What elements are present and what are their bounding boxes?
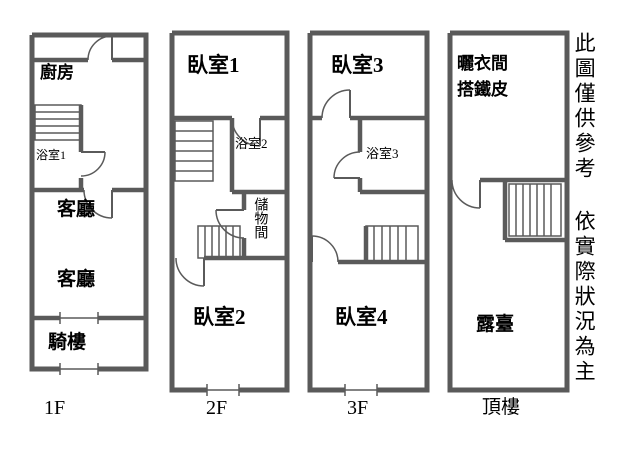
- outer-walls-1f: [29, 32, 149, 372]
- door-arc-icon: [311, 89, 361, 263]
- door-leaves-1f: [81, 36, 113, 218]
- interior-walls-3f: [310, 115, 427, 265]
- room-label-bedroom-3: 臥室3: [331, 53, 384, 77]
- floor-label-3f: 3F: [347, 397, 369, 419]
- room-label-living-lower: 客廳: [57, 269, 96, 290]
- stairs-icon: [34, 104, 82, 141]
- door-arc-icon: [80, 35, 113, 219]
- floor-label-2f: 2F: [206, 397, 228, 419]
- sliding-door-marks-1f: [59, 312, 99, 375]
- room-label-bedroom-2: 臥室2: [193, 305, 246, 329]
- disclaimer-line-1: 此圖僅供參考: [572, 32, 597, 182]
- door-leaves-3f: [311, 90, 360, 262]
- interior-walls-2f: [172, 115, 287, 261]
- room-label-laundry-note: 搭鐵皮: [457, 80, 508, 99]
- stairs-icon: [174, 120, 214, 182]
- door-arc-icon: [451, 179, 481, 209]
- room-label-laundry: 曬衣間: [457, 54, 508, 73]
- interior-walls-roof: [480, 177, 567, 243]
- door-leaves-2f: [203, 118, 261, 286]
- room-label-arcade: 騎樓: [48, 332, 87, 353]
- stairs-icon: [365, 225, 419, 263]
- room-label-storage: 儲物間: [252, 197, 268, 239]
- room-label-terrace: 露臺: [476, 314, 515, 335]
- disclaimer-line-2: 依實際狀況為主: [572, 210, 597, 385]
- room-label-bedroom-1: 臥室1: [187, 53, 240, 77]
- room-label-bedroom-4: 臥室4: [335, 305, 388, 329]
- room-label-bathroom-2: 浴室2: [235, 136, 268, 151]
- floorplan-2f: [169, 30, 290, 396]
- floor-label-roof: 頂樓: [482, 397, 521, 418]
- room-label-living-upper: 客廳: [57, 199, 96, 220]
- outer-walls-3f: [307, 30, 430, 393]
- stairs-icon: [508, 183, 562, 237]
- outer-walls-roof: [447, 30, 570, 393]
- room-label-kitchen: 廚房: [40, 63, 74, 82]
- sliding-door-marks-3f: [344, 384, 378, 396]
- room-label-bathroom-1: 浴室1: [36, 148, 67, 162]
- outer-walls-2f: [169, 30, 290, 393]
- room-label-bathroom-3: 浴室3: [366, 146, 399, 161]
- sliding-door-marks-2f: [206, 384, 240, 396]
- floorplan-3f: [307, 30, 430, 396]
- floorplan-1f: [29, 32, 149, 375]
- floor-label-1f: 1F: [44, 397, 66, 419]
- stairs-icon: [197, 225, 241, 259]
- floorplan-roof: [447, 30, 570, 393]
